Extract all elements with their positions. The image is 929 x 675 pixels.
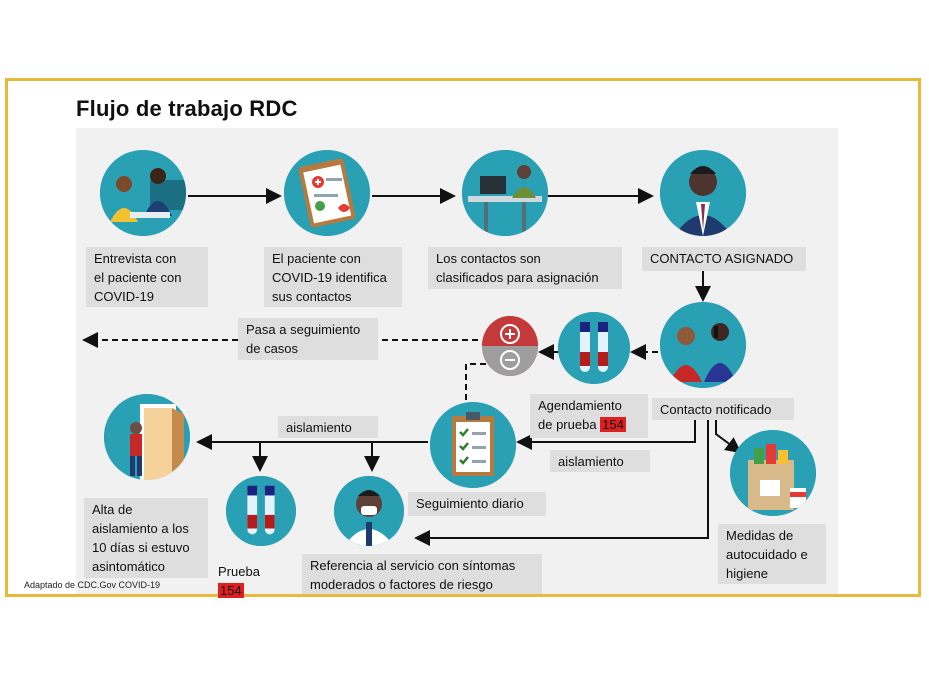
step-classified-label: Los contactos son clasificados para asig… [428, 247, 622, 289]
doctor-mask-icon [334, 476, 404, 546]
step-referral-label: Referencia al servicio con síntomas mode… [302, 554, 542, 594]
step-identify-label: El paciente con COVID-19 identifica sus … [264, 247, 402, 307]
step-assigned-label: CONTACTO ASIGNADO [642, 247, 806, 271]
checklist-icon [430, 402, 516, 488]
step-test-label: Prueba 154 [218, 564, 260, 598]
test-tubes-icon-2 [226, 476, 296, 546]
source-footnote: Adaptado de CDC.Gov COVID-19 [24, 580, 161, 590]
isolation-top-label: aislamiento [278, 416, 378, 438]
line-notified-to-daily [516, 418, 696, 450]
step-selfcare-label: Medidas de autocuidado e higiene [718, 524, 826, 584]
supplies-icon [730, 430, 816, 516]
plus-minus-icon [482, 316, 538, 376]
man-suit-icon [660, 150, 746, 236]
step-discharge-label: Alta de aislamiento a los 10 días si est… [84, 498, 208, 578]
isolation-right-label: aislamiento [550, 450, 650, 472]
step-daily-label: Seguimiento diario [408, 492, 546, 516]
page-title: Flujo de trabajo RDC [76, 96, 298, 121]
step-transfer-label: Pasa a seguimiento de casos [238, 318, 378, 360]
door-exit-icon [104, 394, 190, 480]
appointment-code-badge: 154 [600, 417, 626, 432]
line-notified-to-referral [414, 418, 709, 546]
office-worker-icon [462, 150, 548, 236]
step-appointment-label: Agendamiento de prueba 154 [530, 394, 648, 438]
clipboard-icon [284, 150, 370, 236]
phone-call-icon [660, 302, 746, 388]
step-interview-label: Entrevista con el paciente con COVID-19 [86, 247, 208, 307]
test-code-badge: 154 [218, 583, 244, 598]
test-tubes-icon [558, 312, 630, 384]
dash-down-checklist [465, 363, 486, 404]
line-notified-to-selfcare [715, 418, 742, 454]
interview-icon [100, 150, 186, 236]
step-notified-label: Contacto notificado [652, 398, 794, 420]
